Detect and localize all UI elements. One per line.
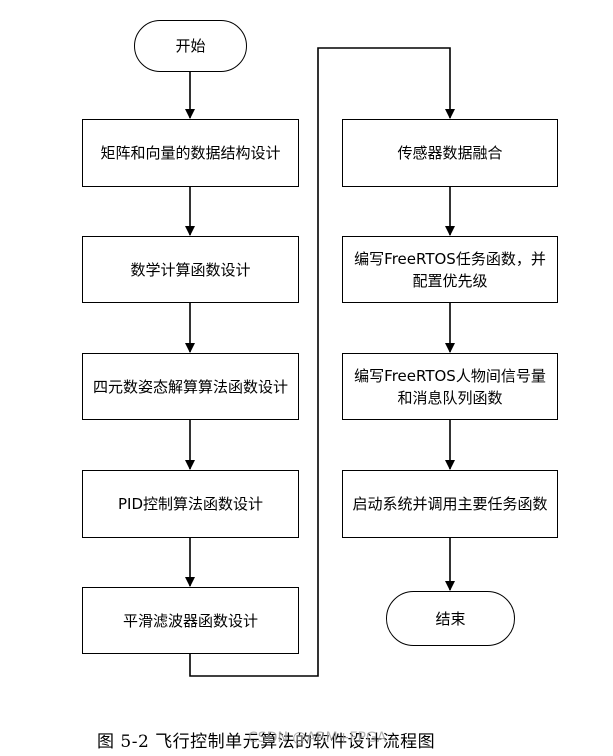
end-node: 结束: [386, 591, 515, 646]
watermark: CSDN @ARM+FPGA: [248, 730, 387, 746]
step-freertos-semaphore-queue: 编写FreeRTOS人物间信号量和消息队列函数: [342, 353, 558, 420]
step-smoothing-filter: 平滑滤波器函数设计: [82, 587, 299, 654]
start-node: 开始: [134, 20, 247, 72]
step-math-functions: 数学计算函数设计: [82, 236, 299, 303]
step-matrix-vector-design: 矩阵和向量的数据结构设计: [82, 119, 299, 187]
figure-caption: 图 5-2 飞行控制单元算法的软件设计流程图: [97, 732, 436, 752]
step-freertos-tasks: 编写FreeRTOS任务函数，并配置优先级: [342, 236, 558, 303]
step-sensor-fusion: 传感器数据融合: [342, 119, 558, 187]
step-pid-control: PID控制算法函数设计: [82, 470, 299, 538]
arrow-step5-to-step6: [189, 47, 455, 677]
step-start-system: 启动系统并调用主要任务函数: [342, 470, 558, 538]
step-quaternion-attitude: 四元数姿态解算算法函数设计: [82, 353, 299, 420]
